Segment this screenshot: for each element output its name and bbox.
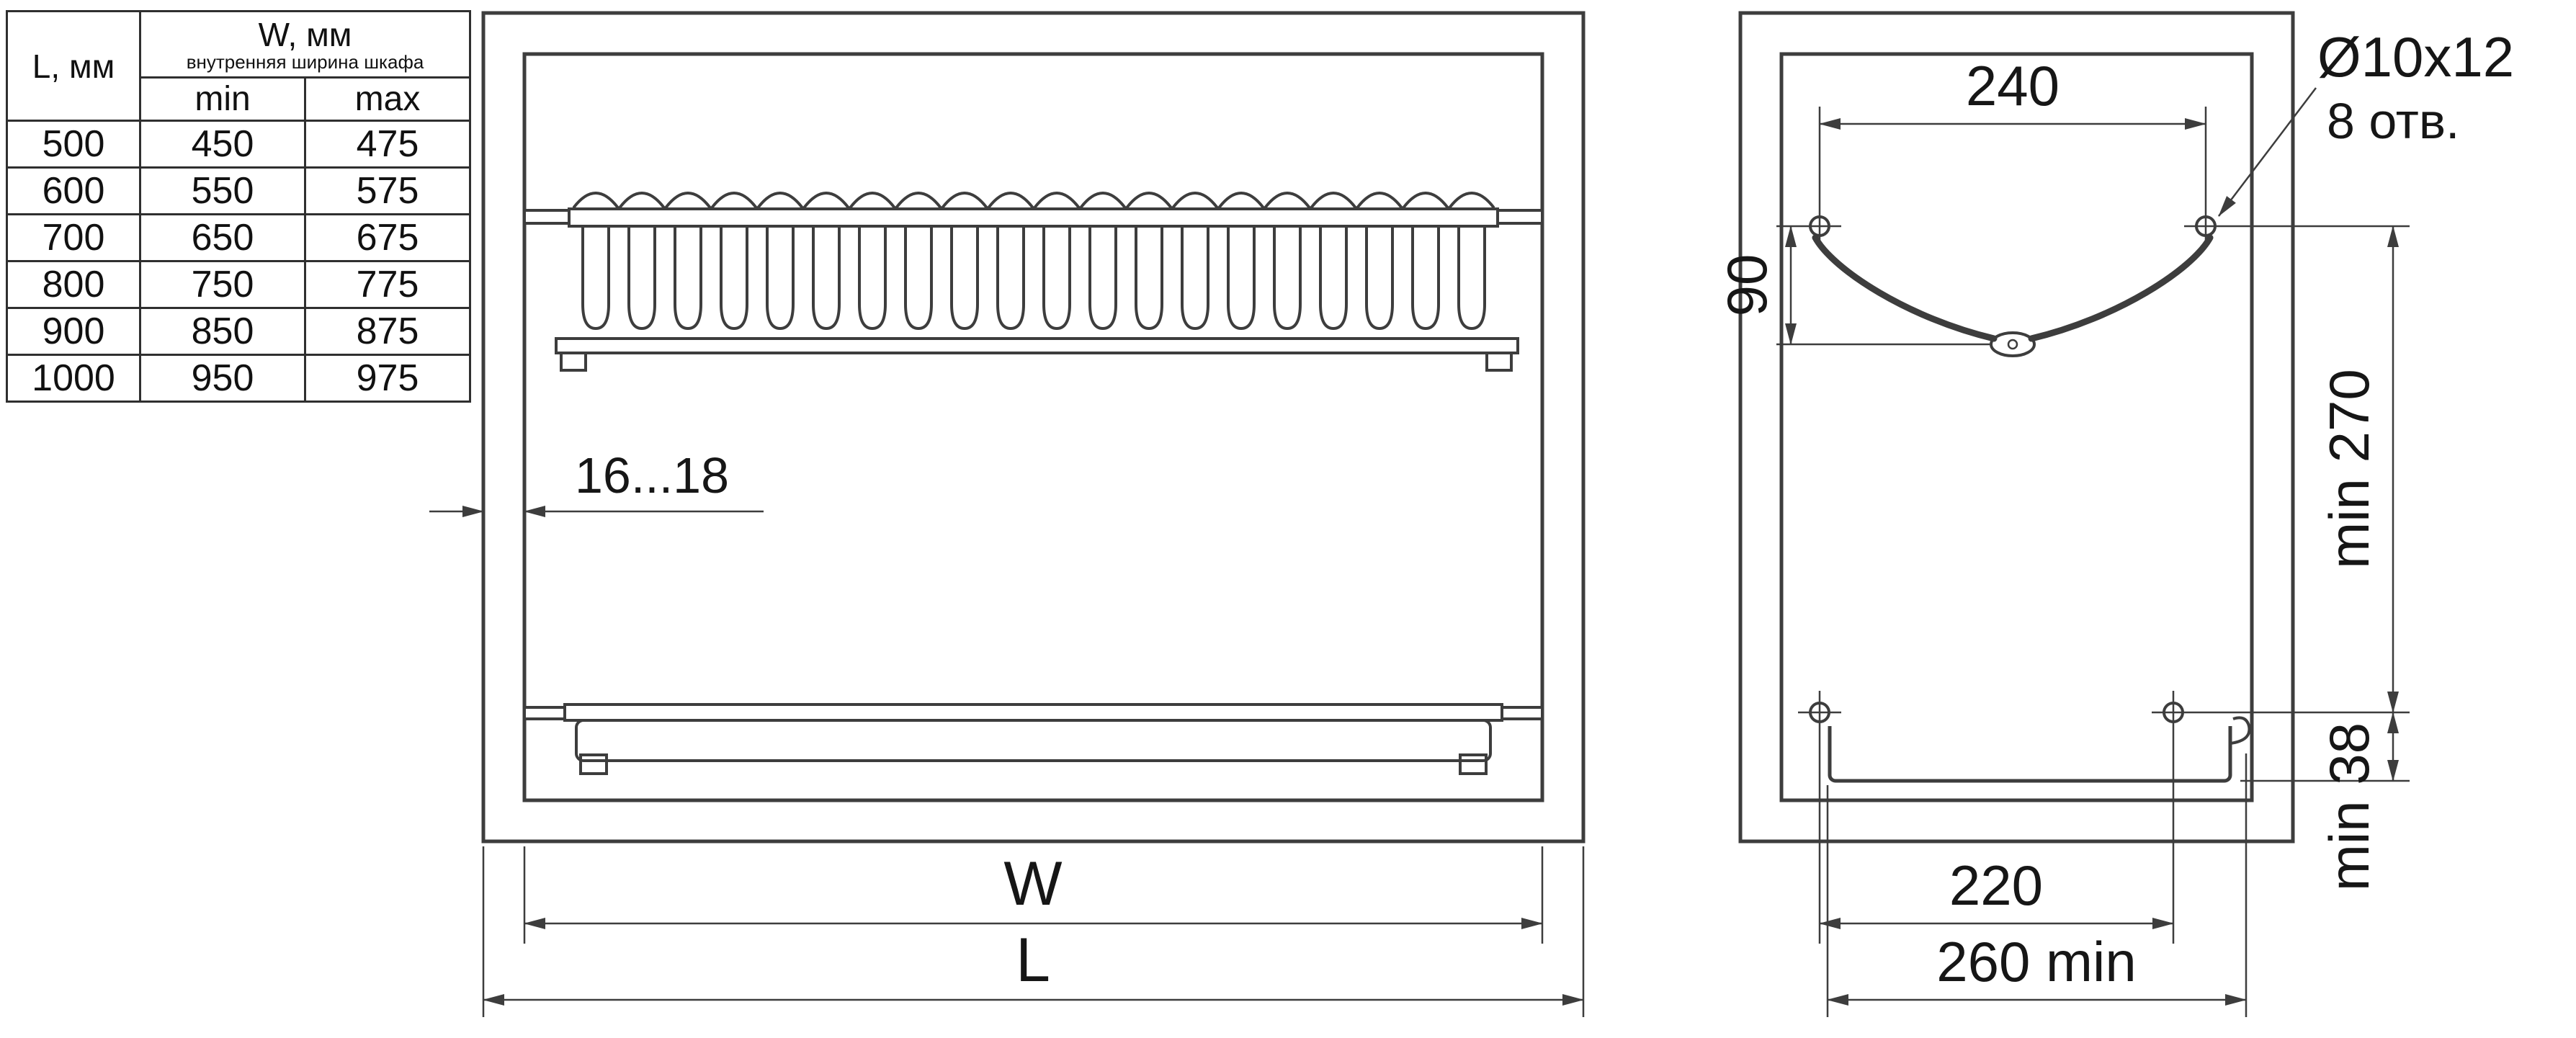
table-row: 800 750 775: [6, 260, 471, 309]
dimension-w: W: [523, 846, 1544, 944]
callout-hole-spec: Ø10x12 8 отв.: [2218, 25, 2514, 217]
table-header-w: W, мм внутренняя ширина шкафа: [139, 10, 471, 79]
table-header-w-subtitle: внутренняя ширина шкафа: [186, 50, 424, 73]
tray-hook: [2230, 716, 2251, 745]
dimension-wall-thickness: 16...18: [429, 447, 764, 517]
cell-l: 800: [6, 260, 141, 309]
hole-spec-label: Ø10x12: [2317, 25, 2514, 89]
cell-max: 675: [304, 213, 471, 262]
rack-foot-left: [560, 352, 587, 372]
top-hole-spacing-label: 240: [1966, 54, 2060, 117]
bracket-center-plate: [1990, 331, 2036, 357]
bracket-drop-label: 90: [1715, 254, 1779, 317]
cell-l: 700: [6, 213, 141, 262]
rack-pin-left: [523, 209, 571, 225]
cell-l: 500: [6, 120, 141, 169]
bottom-offset-label: min 38: [2317, 722, 2381, 891]
cell-max: 775: [304, 260, 471, 309]
rack-foot-right: [1485, 352, 1513, 372]
inner-width-label: W: [1003, 849, 1062, 918]
side-view: 240 90 Ø10x12 8 отв. min 270: [1715, 11, 2514, 1017]
cell-max: 575: [304, 166, 471, 215]
bracket-wire-right: [2028, 234, 2214, 342]
front-view: 16...18 W L: [429, 11, 1586, 1017]
depth-min-label: 260 min: [1936, 930, 2137, 993]
side-cabinet-inner: [1779, 52, 2254, 802]
hole-count-label: 8 отв.: [2327, 93, 2459, 149]
bracket-center-hole: [2007, 339, 2018, 350]
rack-bottom-rail: [555, 337, 1519, 354]
dimension-240: 240: [1818, 54, 2207, 205]
tray-profile: [1828, 726, 2232, 783]
cell-l: 600: [6, 166, 141, 215]
rack-pin-right: [1496, 209, 1544, 225]
dimension-l: L: [482, 846, 1585, 1017]
dimension-220: 220: [1818, 734, 2175, 944]
plate-rack-front: [523, 189, 1544, 372]
table-row: 700 650 675: [6, 213, 471, 262]
front-cabinet-inner: [522, 52, 1544, 802]
dimension-min-38: min 38: [2240, 712, 2410, 891]
bracket-wire-left: [1812, 234, 1998, 342]
cell-max: 475: [304, 120, 471, 169]
cell-min: 450: [139, 120, 306, 169]
rack-plate-loops: [573, 226, 1495, 339]
front-cabinet-outer: [481, 11, 1586, 844]
tray-pin-left: [523, 706, 566, 720]
table-header-max: max: [304, 76, 471, 122]
tray-top-bar: [563, 703, 1503, 722]
dimension-90: 90: [1715, 225, 1990, 346]
tray-foot-left: [579, 753, 608, 775]
wall-thickness-label: 16...18: [575, 447, 729, 504]
cell-max: 875: [304, 307, 471, 356]
cell-min: 750: [139, 260, 306, 309]
rack-top-rail: [568, 207, 1499, 228]
table-row: 900 850 875: [6, 307, 471, 356]
cell-min: 950: [139, 354, 306, 403]
tray-pin-right: [1501, 706, 1544, 720]
table-header-min: min: [139, 76, 306, 122]
size-table: L, мм W, мм внутренняя ширина шкафа min …: [6, 10, 471, 403]
drip-tray-side: [1798, 691, 2251, 783]
rack-scallops: [573, 189, 1495, 209]
cell-min: 550: [139, 166, 306, 215]
tray-body: [575, 719, 1492, 762]
cell-l: 900: [6, 307, 141, 356]
table-header-l: L, мм: [6, 10, 141, 122]
tray-foot-right: [1459, 753, 1488, 775]
table-row: 500 450 475: [6, 120, 471, 169]
dimension-min-270: min 270: [2195, 225, 2410, 714]
cell-min: 850: [139, 307, 306, 356]
cell-max: 975: [304, 354, 471, 403]
vertical-min-label: min 270: [2317, 369, 2381, 569]
cell-l: 1000: [6, 354, 141, 403]
outer-width-label: L: [1016, 926, 1050, 995]
mount-bracket-side: [1798, 205, 2227, 357]
dimension-260-min: 260 min: [1826, 753, 2248, 1017]
bottom-hole-spacing-label: 220: [1949, 854, 2043, 917]
table-row: 600 550 575: [6, 166, 471, 215]
table-row: 1000 950 975: [6, 354, 471, 403]
cell-min: 650: [139, 213, 306, 262]
side-cabinet-outer: [1738, 11, 2295, 844]
drip-tray-front: [523, 703, 1544, 775]
table-header-w-title: W, мм: [258, 16, 352, 54]
